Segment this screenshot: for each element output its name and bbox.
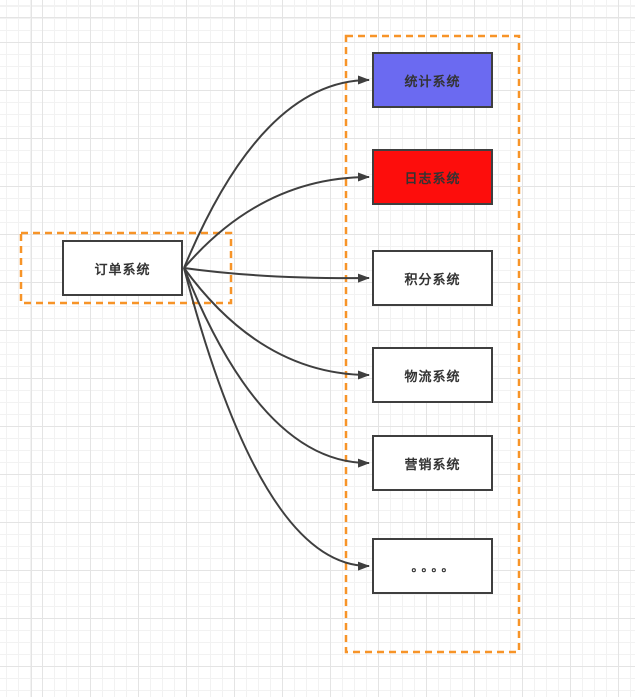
connector-order-to-points[interactable] <box>183 267 370 283</box>
node-logistics-system[interactable]: 物流系统 <box>372 347 493 403</box>
node-more-systems[interactable]: 。。。。 <box>372 538 493 594</box>
node-marketing-system[interactable]: 营销系统 <box>372 435 493 491</box>
source-group-container[interactable] <box>19 231 233 305</box>
node-stats-system-label: 统计系统 <box>404 74 461 90</box>
node-points-system[interactable]: 积分系统 <box>372 250 493 306</box>
connector-order-to-log[interactable] <box>183 172 370 269</box>
node-logistics-system-label: 物流系统 <box>404 369 461 385</box>
node-log-system[interactable]: 日志系统 <box>372 149 493 205</box>
connector-order-to-stats[interactable] <box>183 75 370 269</box>
node-marketing-system-label: 营销系统 <box>404 457 461 473</box>
node-log-system-label: 日志系统 <box>404 171 461 187</box>
node-more-systems-label: 。。。。 <box>411 559 458 574</box>
connector-order-to-logistics[interactable] <box>183 267 370 380</box>
target-group-container[interactable] <box>344 34 521 654</box>
connector-order-to-marketing[interactable] <box>183 267 370 468</box>
connector-order-to-more[interactable] <box>183 267 370 571</box>
node-order-system-label: 订单系统 <box>94 262 151 278</box>
node-order-system[interactable]: 订单系统 <box>62 240 183 296</box>
node-stats-system[interactable]: 统计系统 <box>372 52 493 108</box>
node-points-system-label: 积分系统 <box>404 272 461 288</box>
